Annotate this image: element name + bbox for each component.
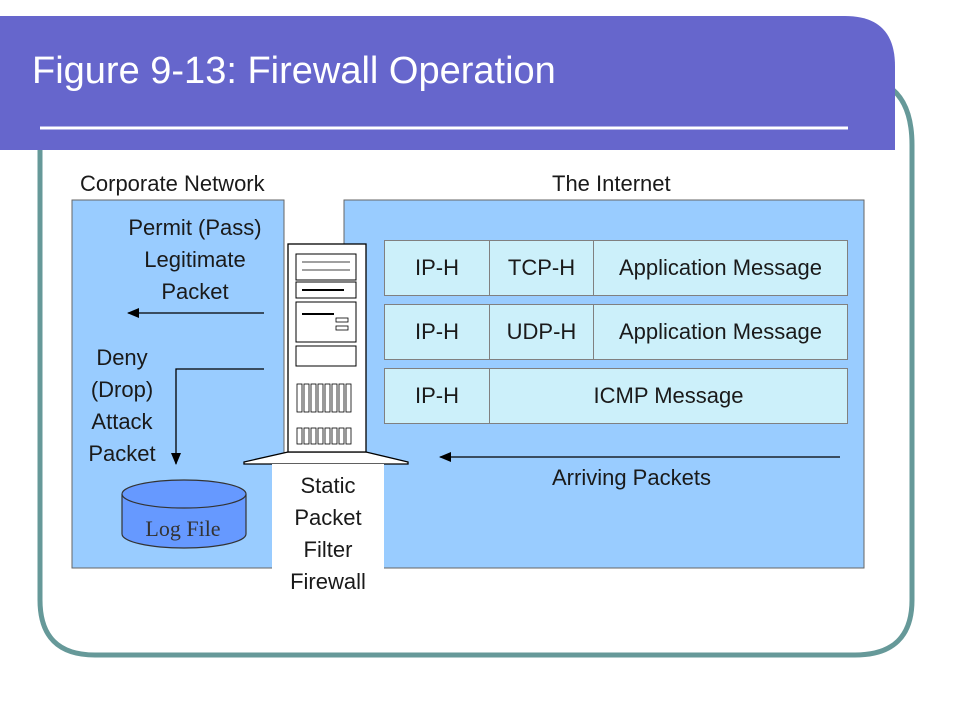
packet-cell: UDP-H (489, 305, 593, 359)
title-bar (0, 16, 895, 150)
packet-cell: IP-H (415, 255, 459, 280)
packet-cell: Application Message (593, 305, 847, 359)
packet-cell: Application Message (593, 241, 847, 295)
packet-cell: ICMP Message (489, 369, 847, 423)
arriving-packets-label: Arriving Packets (552, 465, 711, 490)
deny-label: Deny (Drop) Attack Packet (88, 345, 156, 466)
database-cylinder-icon (121, 479, 247, 549)
deny-arrow (171, 368, 264, 465)
permit-label: Permit (Pass) Legitimate Packet (128, 215, 262, 304)
frame-border (37, 79, 915, 658)
firewall-label-box: Static Packet Filter Firewall (272, 464, 384, 598)
packet-cell: IP-H (415, 383, 459, 408)
internet-label: The Internet (552, 171, 671, 196)
firewall-label: Static Packet Filter Firewall (290, 473, 366, 594)
packet-tcp: IP-H TCP-H Application Message (384, 240, 848, 296)
packet-udp: IP-H UDP-H Application Message (384, 304, 848, 360)
corporate-network-label: Corporate Network (80, 171, 265, 196)
packet-cell: TCP-H (489, 241, 593, 295)
log-file-label: Log File (145, 516, 221, 541)
server-tower-icon (243, 243, 409, 465)
page-title: Figure 9-13: Firewall Operation (32, 50, 556, 92)
packet-icmp: IP-H ICMP Message (384, 368, 848, 424)
packet-cell: IP-H (415, 319, 459, 344)
